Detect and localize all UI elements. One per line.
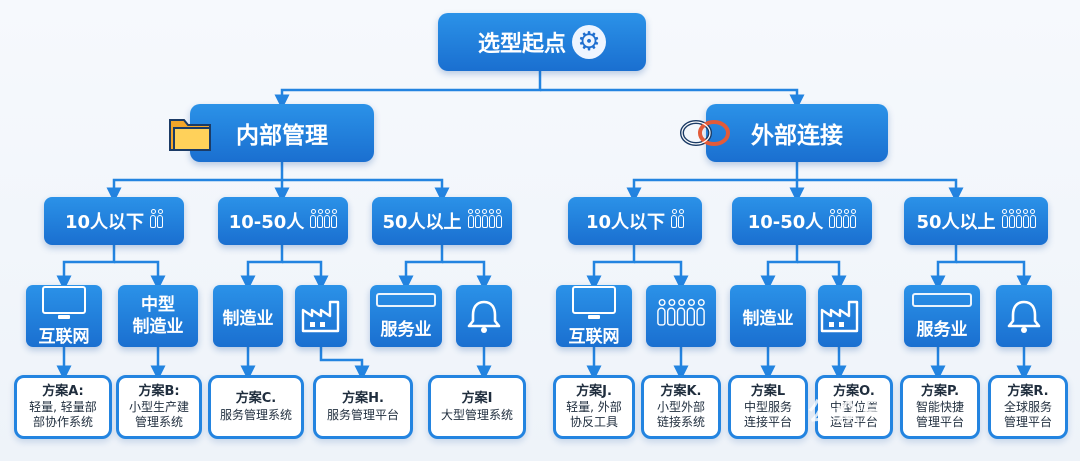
size-label: 10-50人 bbox=[228, 212, 305, 233]
size-label: 10人以下 bbox=[585, 212, 666, 233]
industry-internet[interactable]: 互联网 bbox=[26, 285, 102, 347]
people-crowd-icon bbox=[1001, 208, 1036, 228]
people-pair-icon bbox=[671, 208, 685, 228]
plan-desc-line2: 管理系统 bbox=[134, 415, 183, 430]
plan-desc-line2: 协反工具 bbox=[569, 415, 618, 430]
plan-title: 方案H. bbox=[342, 391, 384, 407]
link-chain-icon bbox=[680, 120, 730, 146]
size-node-under-10[interactable]: 10人以下 bbox=[568, 197, 702, 245]
branch-internal-management[interactable]: 内部管理 bbox=[169, 104, 374, 162]
size-label: 50人以上 bbox=[916, 212, 996, 233]
people-group-icon bbox=[829, 208, 857, 228]
monitor-icon bbox=[42, 285, 86, 319]
size-node-over-50[interactable]: 50人以上 bbox=[904, 197, 1048, 245]
plan-desc-line2: 连接平台 bbox=[743, 415, 792, 430]
people-crowd-icon bbox=[467, 208, 502, 228]
plan-desc-line1: 大型管理系统 bbox=[440, 407, 513, 422]
plan-desc-line1: 中型服务 bbox=[743, 400, 792, 415]
plan-desc-line2: 链接系统 bbox=[656, 415, 705, 430]
industry-label: 中型 制造业 bbox=[132, 294, 184, 337]
size-node-10-50[interactable]: 10-50人 bbox=[732, 197, 872, 245]
plan-card-c[interactable]: 方案C. 服务管理系统 bbox=[208, 375, 304, 439]
monitor-icon bbox=[572, 285, 616, 319]
plan-desc-line2: 管理平台 bbox=[1003, 415, 1052, 430]
plan-card-k[interactable]: 方案K. 小型外部 链接系统 bbox=[641, 375, 721, 439]
root-node[interactable]: 选型起点 ⚙ bbox=[438, 13, 646, 71]
plan-title: 方案L bbox=[750, 383, 786, 399]
plan-title: 方案C. bbox=[235, 391, 277, 407]
plan-desc-line1: 智能快捷 bbox=[915, 400, 964, 415]
industry-manufacturing[interactable]: 制造业 bbox=[730, 285, 806, 347]
industry-internet[interactable]: 互联网 bbox=[556, 285, 632, 347]
plan-desc-line1: 轻量, 外部 bbox=[566, 400, 622, 415]
size-label: 10-50人 bbox=[747, 212, 824, 233]
plan-desc-line2: 部协作系统 bbox=[32, 415, 93, 430]
bell-icon bbox=[467, 300, 501, 333]
plan-desc-line2: 管理平台 bbox=[915, 415, 964, 430]
plan-card-r[interactable]: 方案R. 全球服务 管理平台 bbox=[988, 375, 1068, 439]
size-node-under-10[interactable]: 10人以下 bbox=[44, 197, 184, 245]
plan-desc-line1: 轻量, 轻量部 bbox=[29, 400, 97, 415]
plan-desc-line2: 运营平台 bbox=[829, 415, 878, 430]
plan-desc-line1: 服务管理系统 bbox=[219, 407, 292, 422]
size-node-over-50[interactable]: 50人以上 bbox=[372, 197, 512, 245]
industry-bell[interactable] bbox=[996, 285, 1052, 347]
plan-card-l[interactable]: 方案L 中型服务 连接平台 bbox=[728, 375, 808, 439]
plan-title: 方案A: bbox=[42, 383, 84, 399]
people-pair-icon bbox=[150, 208, 164, 228]
plan-title: 方案R. bbox=[1007, 383, 1049, 399]
industry-label: 互联网 bbox=[568, 326, 620, 347]
plan-title: 方案J. bbox=[576, 383, 612, 399]
plan-desc-line1: 全球服务 bbox=[1003, 400, 1052, 415]
plan-title: 方案O. bbox=[833, 383, 875, 399]
size-label: 10人以下 bbox=[64, 212, 145, 233]
industry-factory[interactable] bbox=[818, 285, 862, 347]
plan-title: 方案P. bbox=[920, 383, 960, 399]
plan-card-h[interactable]: 方案H. 服务管理平台 bbox=[313, 375, 413, 439]
size-label: 50人以上 bbox=[382, 212, 462, 233]
plan-card-p[interactable]: 方案P. 智能快捷 管理平台 bbox=[900, 375, 980, 439]
plan-desc-line1: 小型外部 bbox=[656, 400, 705, 415]
service-bar-icon bbox=[912, 292, 972, 307]
plan-desc-line1: 中型位置 bbox=[829, 400, 878, 415]
industry-label: 制造业 bbox=[222, 308, 274, 329]
people-crowd-icon bbox=[657, 298, 705, 326]
size-node-10-50[interactable]: 10-50人 bbox=[218, 197, 348, 245]
industry-mid-manufacturing[interactable]: 中型 制造业 bbox=[118, 285, 198, 347]
bell-icon bbox=[1007, 300, 1041, 333]
industry-crowd[interactable] bbox=[646, 285, 716, 347]
watermark-text: 公众号 bbox=[808, 398, 890, 428]
root-label: 选型起点 bbox=[477, 32, 566, 57]
industry-manufacturing[interactable]: 制造业 bbox=[213, 285, 283, 347]
plan-desc-line1: 服务管理平台 bbox=[326, 407, 399, 422]
factory-icon bbox=[820, 300, 859, 333]
gear-icon: ⚙ bbox=[572, 25, 606, 59]
industry-bell[interactable] bbox=[456, 285, 512, 347]
people-group-icon bbox=[310, 208, 338, 228]
industry-label: 互联网 bbox=[38, 326, 90, 347]
plan-card-o[interactable]: 方案O. 中型位置 运营平台 bbox=[815, 375, 893, 439]
plan-card-i[interactable]: 方案I 大型管理系统 bbox=[428, 375, 526, 439]
folder-icon bbox=[169, 119, 211, 151]
plan-card-b[interactable]: 方案B: 小型生产建 管理系统 bbox=[116, 375, 202, 439]
industry-label: 服务业 bbox=[916, 319, 968, 340]
branch-external-connection[interactable]: 外部连接 bbox=[680, 104, 888, 162]
plan-desc-line1: 小型生产建 bbox=[128, 400, 189, 415]
industry-service[interactable]: 服务业 bbox=[370, 285, 442, 347]
plan-card-a[interactable]: 方案A: 轻量, 轻量部 部协作系统 bbox=[14, 375, 112, 439]
industry-service[interactable]: 服务业 bbox=[904, 285, 980, 347]
service-bar-icon bbox=[376, 292, 436, 307]
branch-label: 外部连接 bbox=[751, 123, 843, 149]
industry-label: 制造业 bbox=[742, 308, 794, 329]
branch-label: 内部管理 bbox=[236, 123, 328, 149]
industry-label: 服务业 bbox=[380, 319, 432, 340]
plan-title: 方案I bbox=[461, 391, 493, 407]
plan-title: 方案K. bbox=[660, 383, 702, 399]
factory-icon bbox=[301, 300, 340, 333]
plan-card-j[interactable]: 方案J. 轻量, 外部 协反工具 bbox=[553, 375, 635, 439]
plan-title: 方案B: bbox=[138, 383, 180, 399]
industry-factory[interactable] bbox=[295, 285, 347, 347]
